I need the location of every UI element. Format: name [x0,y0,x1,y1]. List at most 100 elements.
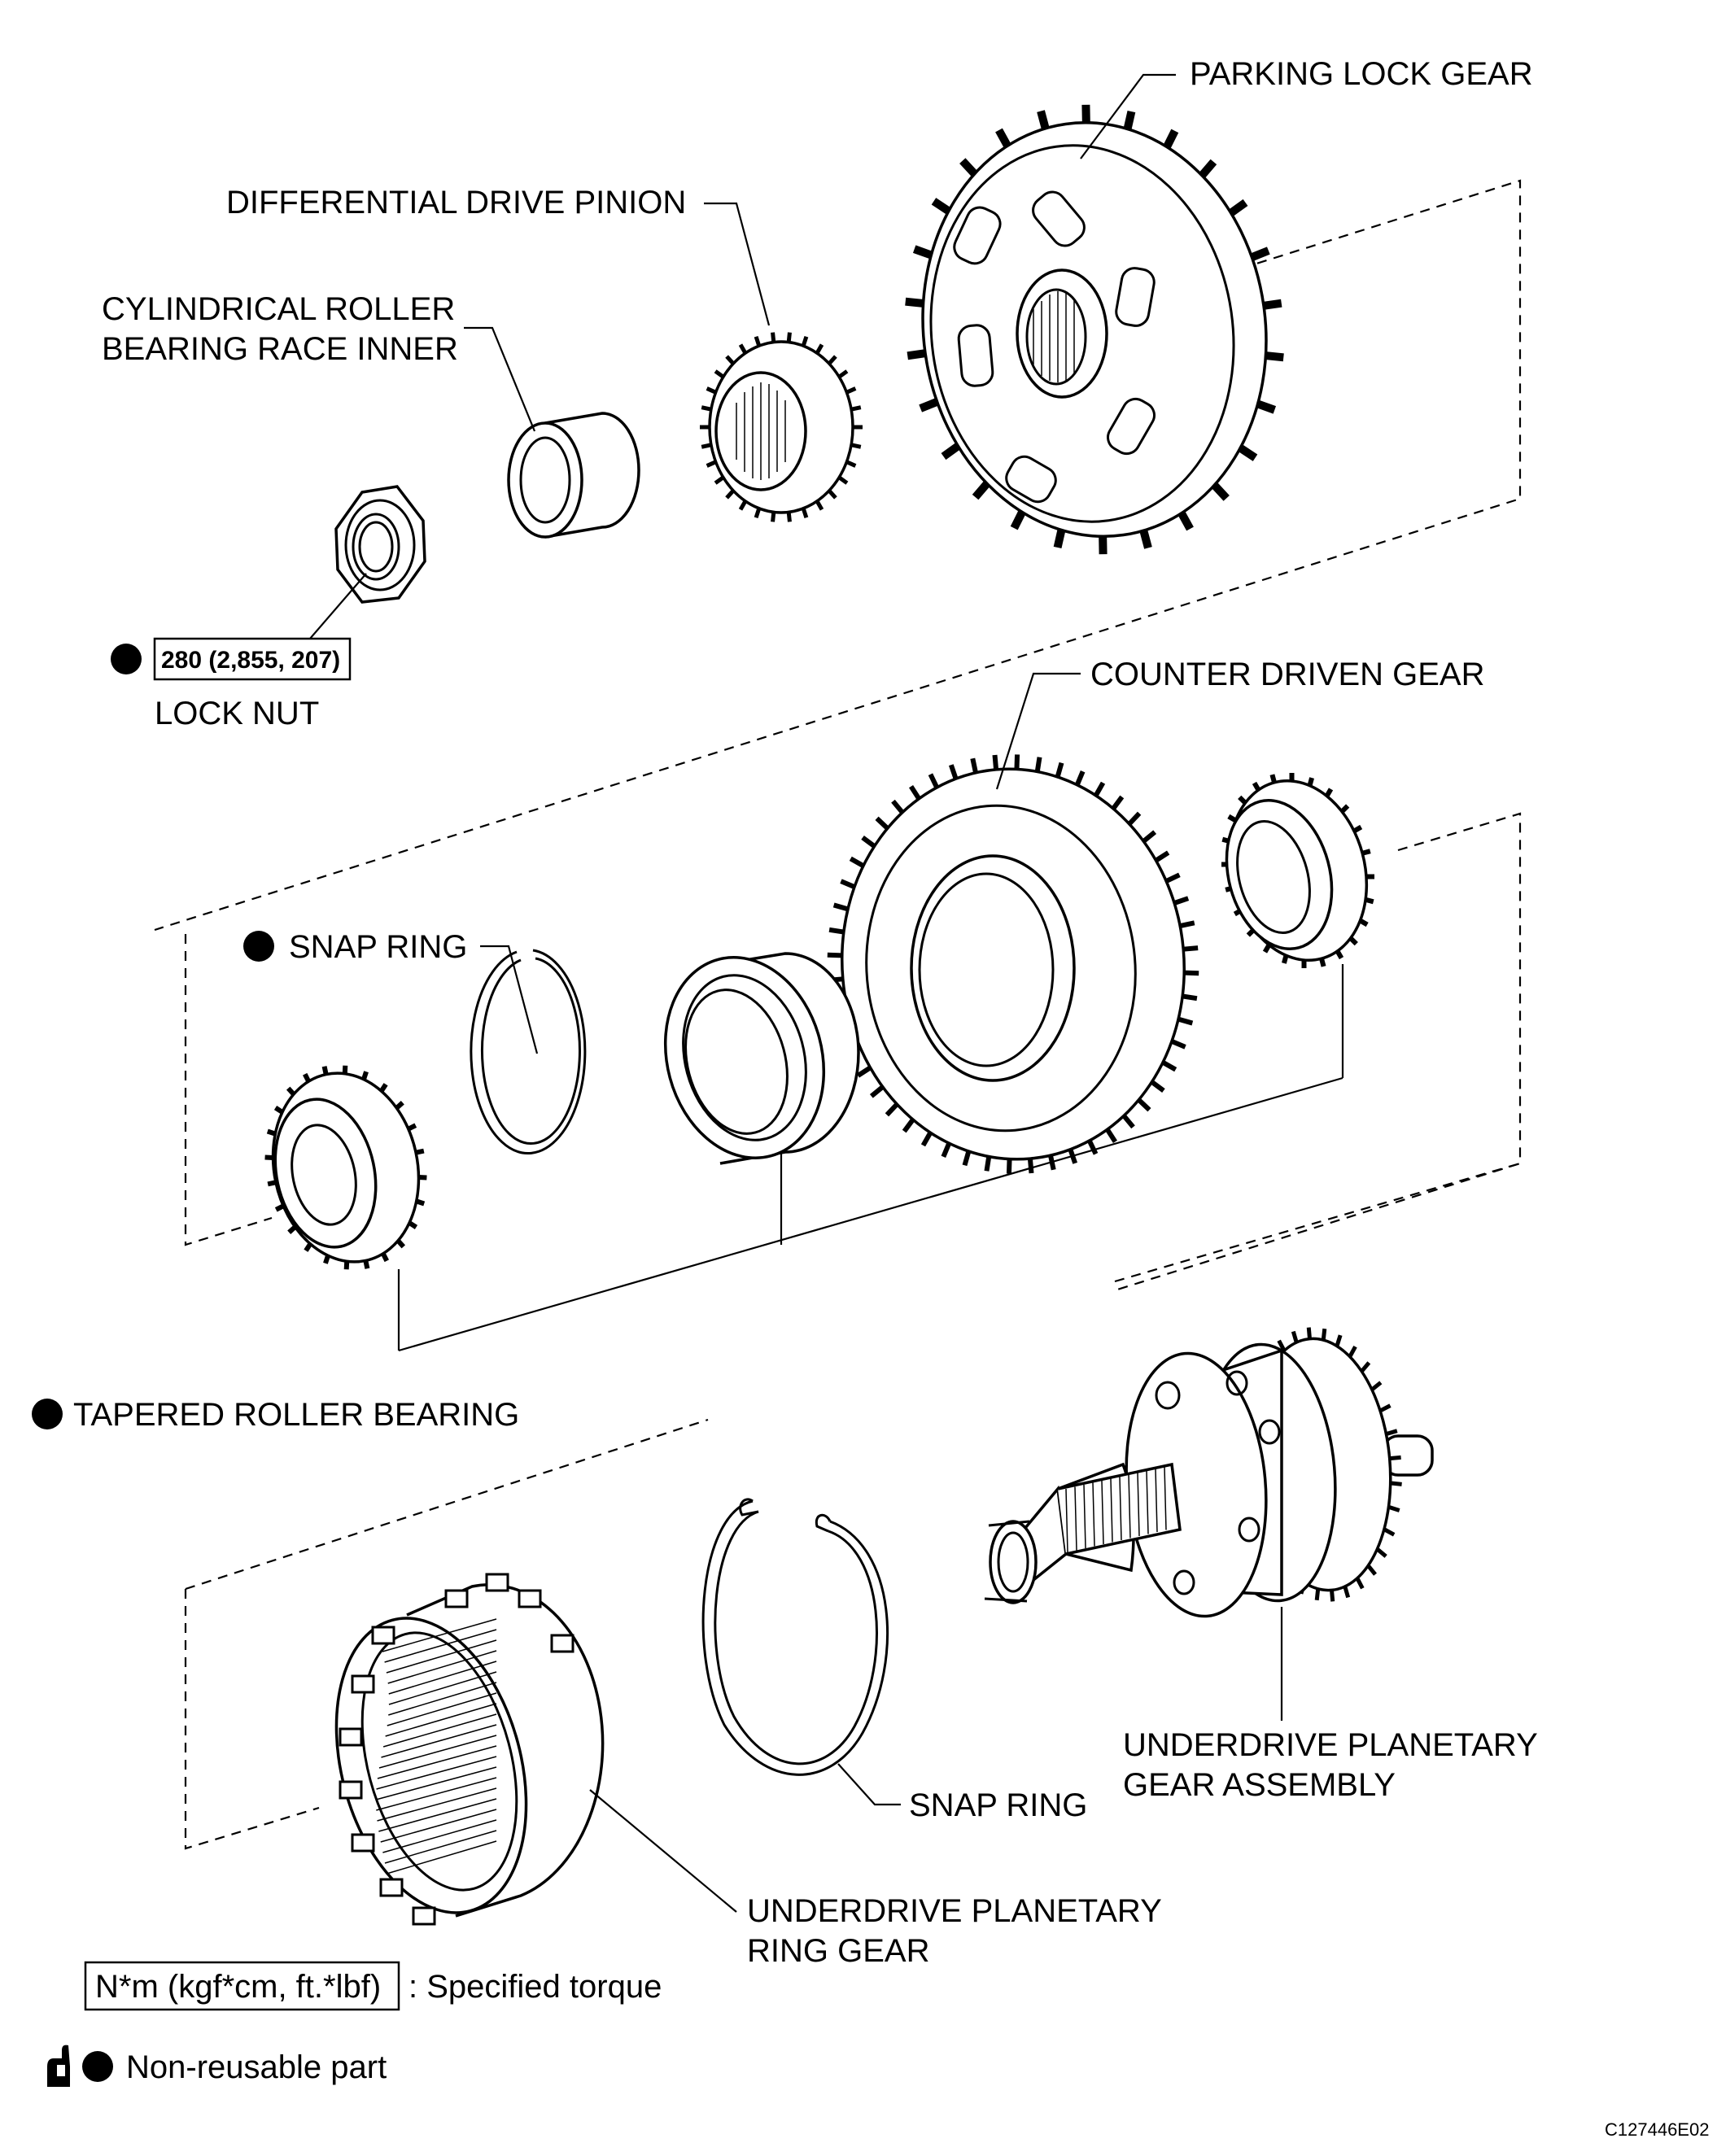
gear-tooth [861,836,876,849]
ring-gear-hatch-line [378,1735,497,1769]
gear-tooth [845,386,857,395]
lock-nut [334,485,426,604]
gear-tooth [1037,110,1050,130]
gear-tooth [1360,1361,1371,1373]
ring-gear-hatch-line [376,1756,497,1790]
gear-tooth [323,1255,330,1264]
ring-gear-hatch-line [382,1618,497,1652]
gear-tooth [738,500,748,511]
ring-gear-hatch-line [375,1766,497,1800]
legend: N*m (kgf*cm, ft.*lbf) : Specified torque… [47,1961,662,2087]
ring-gear-hatch-line [388,1671,497,1705]
gear-tooth [907,349,926,360]
gear-tooth [1182,945,1199,952]
gear-tooth [1137,1098,1151,1112]
gear-tooth [1321,1328,1327,1341]
gear-tooth [1199,159,1217,178]
gear-tooth [905,297,924,308]
gear-tooth [266,1128,277,1137]
gear-tooth [837,475,849,485]
gear-tooth [849,856,865,868]
gear-tooth [815,343,824,355]
label-cylindrical-roller-line2: BEARING RACE INNER [102,331,458,367]
gear-tooth [840,879,856,889]
gear-tooth [1366,1564,1377,1576]
ring-gear-hatch-line [385,1703,497,1737]
gear-tooth [1335,949,1344,960]
gear-tooth [920,1131,933,1147]
ring-gear-notch [550,1634,575,1653]
gear-tooth [395,1101,404,1111]
gear-tooth [273,1106,284,1115]
gear-tooth [415,1198,426,1207]
legend-torque-unit: N*m (kgf*cm, ft.*lbf) [95,1969,381,2005]
label-snap-ring-upper: SNAP RING [289,929,467,965]
gear-tooth [264,1154,273,1161]
bearing-race-middle [663,952,860,1165]
gear-tooth [1348,936,1358,946]
label-ring-gear-line1: UNDERDRIVE PLANETARY [747,1893,1162,1929]
gear-tooth [1055,762,1064,778]
gear-tooth [1277,1339,1287,1352]
spline-line [1065,1488,1068,1553]
gear-tooth [1238,795,1247,805]
gear-tooth [1330,1590,1335,1602]
gear-tooth [379,1083,388,1093]
gear-tooth [714,369,725,379]
label-differential-drive-pinion: DIFFERENTIAL DRIVE PINION [226,185,686,220]
gear-tooth [1177,511,1194,531]
gear-tooth [1170,1039,1186,1050]
spline-line [1074,1486,1077,1551]
gear-tooth [1385,1429,1398,1437]
differential-drive-pinion [700,332,863,522]
gear-tooth [1177,1016,1194,1026]
gear-tooth [1053,529,1066,549]
group-box-middle [184,812,1522,1292]
gear-tooth [931,198,951,215]
gear-tooth [286,1086,296,1097]
ring-gear-hatch-line [387,1650,497,1684]
ring-gear-notch [485,1573,509,1592]
gear-tooth [1263,299,1282,310]
gear-tooth [287,1224,297,1234]
ring-gear-hatch-line [377,1787,497,1822]
gear-tooth [1027,1158,1034,1174]
gear-tooth [1184,970,1199,976]
leader-lines [299,73,1344,1913]
parking-lock-gear [905,104,1284,555]
gear-tooth [321,1066,329,1076]
label-underdrive-assembly-line2: GEAR ASSEMBLY [1123,1767,1396,1803]
gear-tooth [706,386,717,395]
gear-tooth [418,1174,427,1181]
gear-tooth [1343,1586,1351,1599]
ring-gear-hatch-line [387,1692,497,1726]
gear-tooth [342,1065,348,1074]
ring-gear-hatch-line [387,1840,497,1874]
gear-tooth [1105,1128,1117,1143]
gear-tooth [701,443,712,449]
gear-tooth [869,1085,885,1098]
gear-tooth [1361,849,1371,856]
label-underdrive-assembly-line1: UNDERDRIVE PLANETARY [1123,1727,1538,1763]
spline-line [1164,1466,1167,1530]
figure-code: C127446E02 [1605,2119,1709,2140]
ring-gear-hatch-line [382,1819,497,1853]
gear-tooth [1256,399,1277,414]
gear-tooth [738,343,748,355]
gear-tooth [801,335,809,347]
gear-tooth [1150,1080,1165,1093]
ring-gear-hatch-line [384,1629,497,1663]
gear-tooth [1034,757,1042,772]
ring-gear-hatch-line [377,1745,497,1779]
gear-tooth [1121,1114,1135,1129]
gear-tooth [771,512,776,522]
spline-line [1128,1474,1131,1538]
label-cylindrical-roller-line1: CYLINDRICAL ROLLER [102,291,455,327]
gear-tooth [856,1065,872,1078]
ring-gear-hatch-line [384,1830,497,1864]
gear-tooth [941,1142,952,1158]
gear-tooth [1390,1481,1402,1486]
gear-tooth [837,369,849,379]
gear-tooth [1173,896,1190,906]
tapered-roller-bearing-right [1221,773,1375,968]
